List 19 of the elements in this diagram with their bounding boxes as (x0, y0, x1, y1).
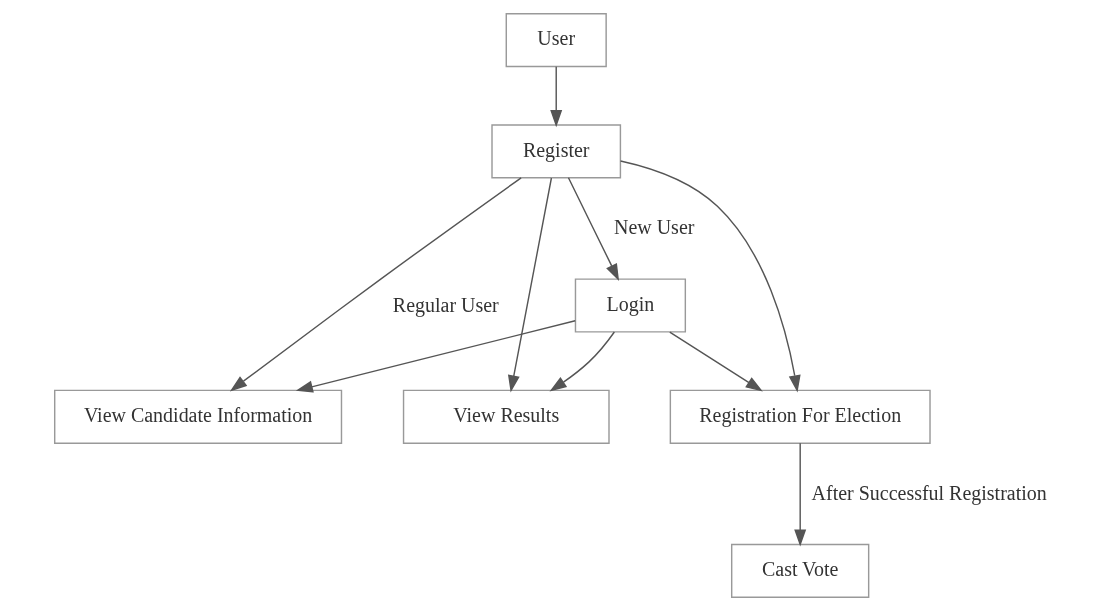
edge-label: After Successful Registration (811, 481, 1047, 504)
arrow (295, 320, 576, 393)
node-box: Login (574, 278, 687, 333)
node-box: View Results (402, 389, 610, 444)
arrow (669, 331, 763, 392)
node-box: Register (491, 124, 622, 179)
arrow (619, 160, 801, 393)
arrow (550, 66, 563, 128)
edge-label: New User (613, 216, 695, 239)
node-box: View Candidate Information (54, 389, 343, 444)
arrow (229, 177, 522, 392)
arrow (549, 331, 616, 392)
arrow (507, 177, 553, 393)
edge-label: Regular User (392, 293, 499, 316)
node-box: User (505, 13, 607, 68)
arrow (567, 177, 620, 281)
node-box: Registration For Election (669, 389, 931, 444)
node-box: Cast Vote (731, 543, 870, 598)
arrow (794, 442, 807, 547)
